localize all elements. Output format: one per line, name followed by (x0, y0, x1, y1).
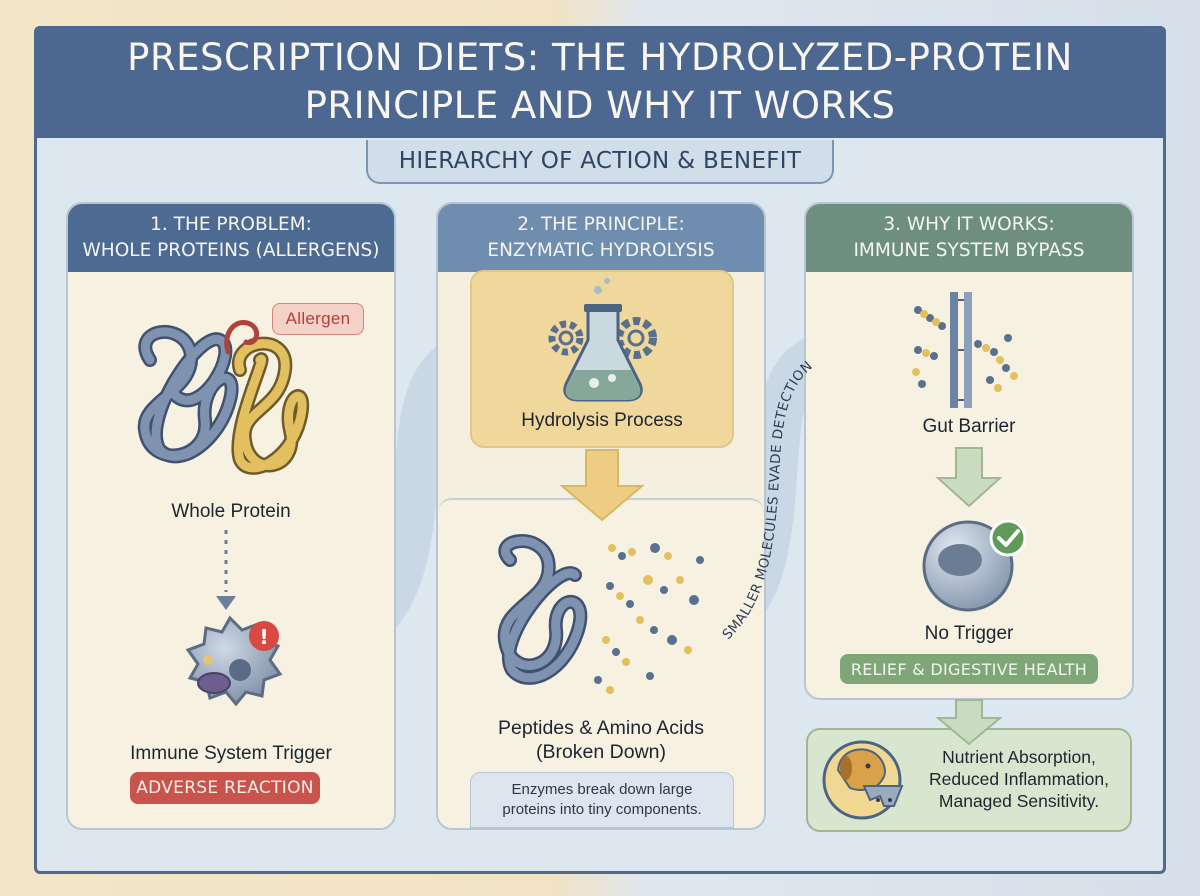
title-bar: PRESCRIPTION DIETS: THE HYDROLYZED-PROTE… (34, 26, 1166, 138)
panel-problem-heading-line-2: WHOLE PROTEINS (ALLERGENS) (82, 240, 380, 261)
title-line-1: PRESCRIPTION DIETS: THE HYDROLYZED-PROTE… (127, 36, 1073, 79)
whole-protein-label: Whole Protein (171, 501, 291, 522)
panel-principle-heading-line-2: ENZYMATIC HYDROLYSIS (487, 240, 715, 261)
pets-icon (822, 740, 904, 820)
section-subtitle: HIERARCHY OF ACTION & BENEFIT (366, 140, 834, 184)
gut-barrier-label: Gut Barrier (922, 416, 1016, 437)
enzyme-note-line-2: proteins into tiny components. (502, 801, 702, 818)
peptides-label: Peptides & Amino Acids (Broken Down) (438, 716, 764, 764)
flask-gears-icon (548, 278, 657, 402)
page-title: PRESCRIPTION DIETS: THE HYDROLYZED-PROTE… (100, 34, 1100, 130)
enzyme-note-line-1: Enzymes break down large (511, 781, 693, 798)
peptides-label-line-1: Peptides & Amino Acids (498, 717, 704, 739)
no-trigger-label: No Trigger (924, 623, 1014, 644)
works-down-arrow-1 (935, 447, 1003, 508)
immune-trigger-label: Immune System Trigger (130, 743, 332, 764)
panel-principle-heading-line-1: 2. THE PRINCIPLE: (517, 214, 685, 235)
hydrolysis-down-arrow (559, 449, 645, 522)
panel-works-heading: 3. WHY IT WORKS: IMMUNE SYSTEM BYPASS (806, 204, 1132, 272)
panel-principle-heading: 2. THE PRINCIPLE: ENZYMATIC HYDROLYSIS (438, 204, 764, 272)
panel-works-heading-line-1: 3. WHY IT WORKS: (883, 214, 1055, 235)
dotted-arrowhead (216, 596, 236, 610)
outcome-line-2: Reduced Inflammation, (929, 769, 1109, 789)
enzyme-note: Enzymes break down large proteins into t… (470, 772, 734, 828)
immune-cell-icon: ! (185, 615, 283, 707)
hydrolysis-process-label: Hydrolysis Process (521, 410, 683, 431)
arrow-caption: SMALLER MOLECULES EVADE DETECTION (719, 358, 815, 643)
peptides-label-line-2: (Broken Down) (535, 741, 667, 763)
outcome-line-1: Nutrient Absorption, (942, 747, 1096, 767)
panel-problem-heading-line-1: 1. THE PROBLEM: (150, 214, 312, 235)
svg-text:!: ! (259, 625, 268, 649)
whole-protein-icon (137, 320, 310, 475)
outcome-text: Nutrient Absorption, Reduced Inflammatio… (912, 746, 1126, 812)
title-line-2: PRINCIPLE AND WHY IT WORKS (304, 84, 896, 127)
relief-badge: RELIEF & DIGESTIVE HEALTH (840, 654, 1098, 684)
allergen-tag: Allergen (272, 303, 364, 335)
broken-protein-icon (497, 534, 588, 685)
amino-acid-particles (594, 543, 704, 694)
works-down-arrow-2 (935, 699, 1003, 746)
panel-problem-heading: 1. THE PROBLEM: WHOLE PROTEINS (ALLERGEN… (68, 204, 394, 272)
outcome-line-3: Managed Sensitivity. (938, 791, 1100, 811)
panel-works-heading-line-2: IMMUNE SYSTEM BYPASS (853, 240, 1085, 261)
calm-cell-icon (922, 519, 1027, 612)
gut-barrier-icon (912, 292, 1018, 408)
hydrolysis-process-box (470, 270, 734, 448)
adverse-reaction-badge: ADVERSE REACTION (130, 772, 320, 804)
